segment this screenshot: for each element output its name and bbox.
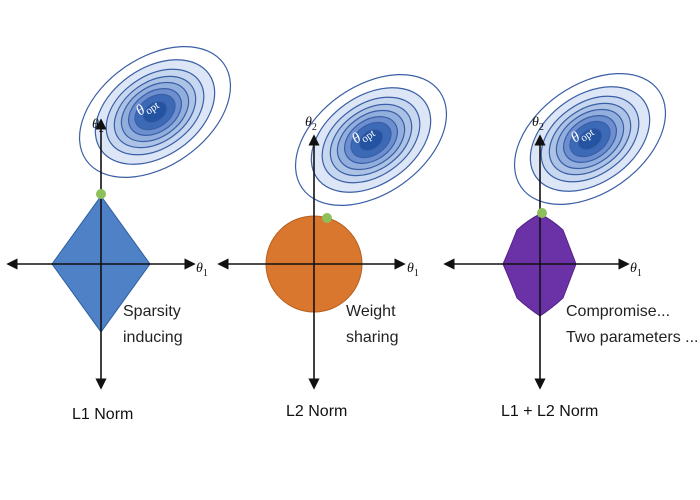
- panel-l1-l2: θopt θ2 θ1 Compromise... Two parameters …: [443, 72, 699, 420]
- contour-ellipses-l2: [294, 73, 448, 207]
- panel-l2: θopt θ2 θ1 Weight sharing L2 Norm: [217, 73, 448, 420]
- green-dot-icon: [96, 189, 106, 199]
- theta2-label-l1-l2: θ2: [532, 115, 544, 133]
- green-dot-icon: [537, 208, 547, 218]
- theta1-label-l2: θ1: [407, 261, 419, 279]
- green-dot-icon: [322, 213, 332, 223]
- description-line1-l1-l2: Compromise...: [566, 303, 670, 320]
- description-line1-l2: Weight: [346, 303, 396, 320]
- description-line2-l2: sharing: [346, 329, 398, 346]
- contour-ellipses-l1-l2: [513, 72, 667, 206]
- contour-ellipses-l1: [78, 45, 232, 179]
- panel-l1: θopt θ2 θ1 Sparsity inducing L1 Norm: [6, 45, 232, 423]
- norm-title-l1-l2: L1 + L2 Norm: [501, 403, 598, 420]
- description-line1-l1: Sparsity: [123, 303, 181, 320]
- description-line2-l1-l2: Two parameters ...: [566, 329, 699, 346]
- theta2-label-l1: θ2: [92, 117, 104, 135]
- norm-title-l1: L1 Norm: [72, 406, 133, 423]
- description-line2-l1: inducing: [123, 329, 183, 346]
- norm-title-l2: L2 Norm: [286, 403, 347, 420]
- theta2-label-l2: θ2: [305, 115, 317, 133]
- theta1-label-l1: θ1: [196, 261, 208, 279]
- theta1-label-l1-l2: θ1: [630, 261, 642, 279]
